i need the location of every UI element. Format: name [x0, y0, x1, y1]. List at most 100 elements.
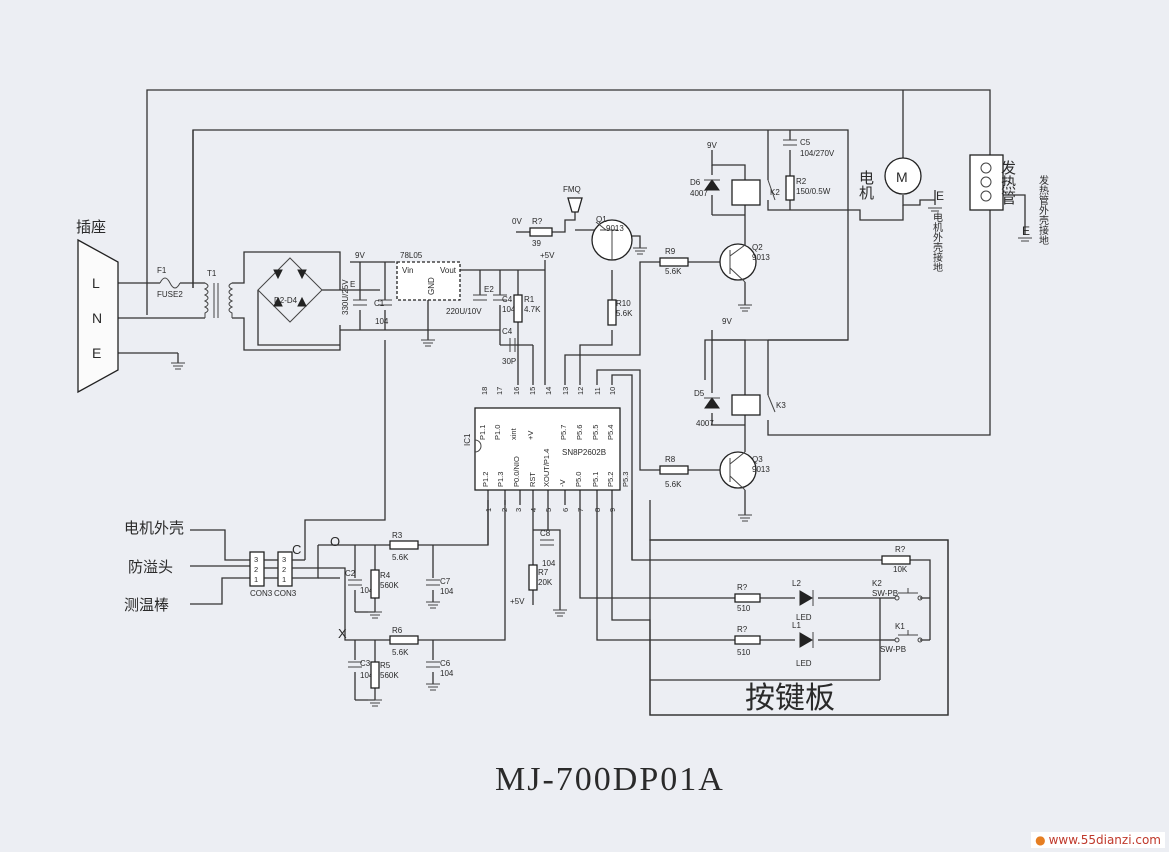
q2-value: 9013 — [752, 253, 770, 262]
resistor-led-l1: R? 510 — [734, 625, 761, 657]
r4-ref: R4 — [380, 571, 391, 580]
c5-ref: C5 — [800, 138, 811, 147]
led-r1-value: 510 — [737, 604, 751, 613]
r6-value: 5.6K — [392, 648, 409, 657]
transistor-q2: Q2 9013 — [719, 243, 770, 283]
l2-ref: L2 — [792, 579, 801, 588]
resistor-r6: R6 5.6K — [389, 626, 419, 657]
con-a-ref: CON3 — [250, 589, 273, 598]
ground-symbol — [368, 611, 382, 619]
resistor-r5: R5 560K — [370, 661, 399, 689]
con-b-ref: CON3 — [274, 589, 297, 598]
bridge-ref: D2-D4 — [274, 296, 298, 305]
r7-ref: R7 — [538, 568, 549, 577]
ground-symbol — [171, 362, 185, 370]
socket-label: 插座 — [76, 218, 106, 236]
overflow-sensor-label: 防溢头 — [128, 558, 173, 576]
bridge-rectifier: D2-D4 — [257, 257, 323, 323]
q2-ref: Q2 — [752, 243, 763, 252]
resistor-r10: R10 5.6K — [607, 299, 633, 326]
ic-part: SN8P2602B — [562, 448, 606, 457]
ground-symbols — [171, 247, 752, 707]
diode-d6: D6 4007 9V — [690, 141, 720, 198]
r-10k-ref: R? — [895, 545, 906, 554]
ic-bottom-pin-number: 4 — [529, 508, 538, 512]
ic-top-pin-number: 18 — [480, 387, 489, 395]
transformer-ref: T1 — [207, 269, 217, 278]
c2-value: 104 — [360, 586, 374, 595]
sensor-labels: 电机外壳 防溢头 测温棒 — [124, 519, 184, 614]
ground-symbol — [426, 601, 440, 609]
con-a-pin3: 3 — [254, 555, 258, 564]
ic-bottom-pin-label: -V — [558, 480, 567, 488]
ic-top-pin-number: 16 — [512, 387, 521, 395]
r9-ref: R9 — [665, 247, 676, 256]
site-logo-icon: ● — [1035, 833, 1046, 847]
ic-bottom-pin-label: P1.3 — [496, 472, 505, 487]
relay-k3: K3 — [731, 394, 786, 416]
regulator-part: 78L05 — [400, 251, 423, 260]
ic-bottom-pin-label: P0.0/NIO — [512, 456, 521, 487]
fuse-f1: F1 FUSE2 — [157, 266, 183, 299]
c6-ref: C6 — [440, 659, 451, 668]
ic-bottom-pin-number: 5 — [544, 508, 553, 512]
switch-k1: K1 SW-PB — [880, 622, 923, 654]
con-a-pin1: 1 — [254, 575, 258, 584]
pin-o-label: O — [330, 534, 340, 549]
led-r1-ref: R? — [737, 583, 748, 592]
resistor-r7: R7 20K +5V — [510, 564, 553, 606]
ground-symbol — [738, 514, 752, 522]
ic-bottom-pin-label: P5.1 — [591, 472, 600, 487]
heater-label: 发热管 — [999, 160, 1017, 205]
r9-value: 5.6K — [665, 267, 682, 276]
ground-symbol — [368, 699, 382, 707]
ic-bottom-pin-label: P1.2 — [481, 472, 490, 487]
temp-probe-label: 测温棒 — [124, 596, 169, 614]
c2-ref: C2 — [345, 569, 356, 578]
keyboard-label: 按键板 — [745, 681, 835, 716]
heater-earth-e: E — [1022, 224, 1030, 238]
c5-value: 104/270V — [800, 149, 835, 158]
ic-top-pin-number: 17 — [495, 387, 504, 395]
resistor-r3: R3 5.6K — [389, 531, 419, 562]
mains-socket: 插座 L N E — [76, 218, 119, 394]
transformer-t1: T1 — [203, 269, 234, 318]
plus5v-b-label: +5V — [510, 597, 525, 606]
r10-ref: R10 — [616, 299, 631, 308]
ic-top-pin-number: 15 — [528, 387, 537, 395]
ic-top-pin-label: xint — [509, 427, 518, 440]
capacitor-c2: C2 104 — [345, 569, 374, 595]
d6-9v: 9V — [707, 141, 717, 150]
c3-ref: C3 — [360, 659, 371, 668]
k2-switch-ref: K2 — [872, 579, 882, 588]
motor-label: 电机 — [857, 170, 875, 201]
c1-value: 104 — [375, 317, 389, 326]
motor: M 电机 E 电机外壳接地 — [857, 157, 944, 272]
q3-ref: Q3 — [752, 455, 763, 464]
ground-symbol — [421, 339, 435, 347]
capacitor-c4-top: C4 104 — [493, 294, 516, 314]
r7-value: 20K — [538, 578, 553, 587]
socket-n-label: N — [92, 310, 102, 326]
ic-top-pin-label: P5.5 — [591, 425, 600, 440]
con-a-pin2: 2 — [254, 565, 258, 574]
regulator-vin: Vin — [402, 266, 413, 275]
k3-ref: K3 — [776, 401, 786, 410]
ic-bottom-pin-number: 8 — [593, 508, 602, 512]
l1-ref: L1 — [792, 621, 801, 630]
motor-earth-e: E — [936, 189, 944, 203]
ic-bottom-pin-number: 9 — [608, 508, 617, 512]
diode-d5: D5 4007 9V — [694, 317, 732, 428]
led-r2-ref: R? — [737, 625, 748, 634]
ground-symbol — [738, 304, 752, 312]
transistor-q3: Q3 9013 — [719, 451, 770, 491]
heater-case-earth: 发热管外壳接地 — [1037, 174, 1049, 245]
led-r2-value: 510 — [737, 648, 751, 657]
ic-bottom-pin-number: 1 — [484, 508, 493, 512]
ic-ref: IC1 — [463, 433, 472, 446]
resistor-r8: R8 5.6K — [659, 455, 689, 489]
cap-e-ref: E — [350, 280, 355, 289]
l2-led: LED — [796, 613, 812, 622]
resistor-led-l2: R? 510 — [734, 583, 761, 613]
